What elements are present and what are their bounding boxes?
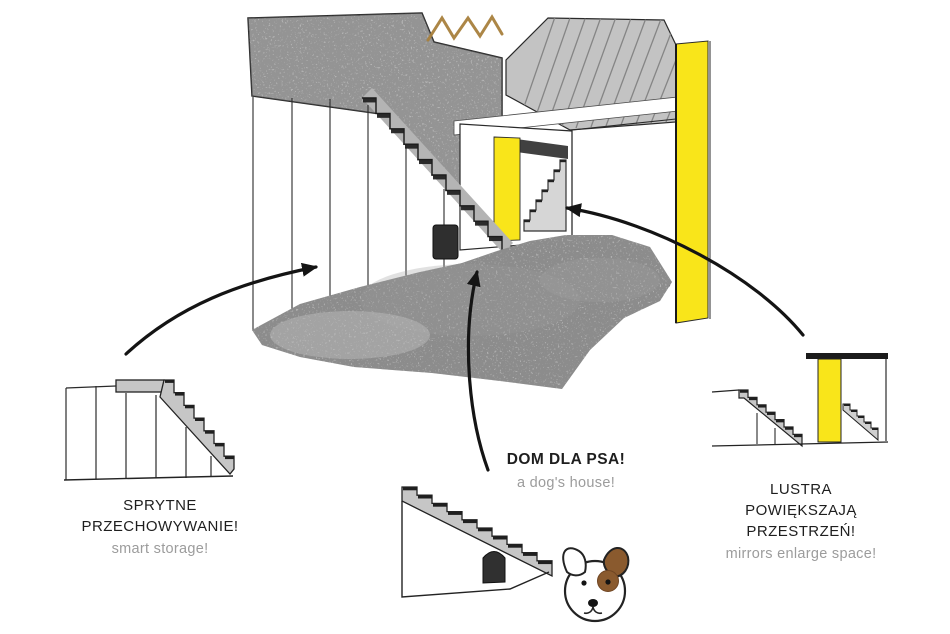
dog-left-ear <box>562 547 587 577</box>
arrow-to-storage-wall <box>124 262 318 356</box>
arrow-to-dog-house <box>466 270 490 472</box>
dog-house-label-title: DOM DLA PSA! <box>506 451 626 468</box>
doorway-with-mirror <box>459 123 573 251</box>
stair-treads <box>363 97 502 242</box>
arrow-to-mirror <box>565 203 805 337</box>
dog-house-door-sketch <box>482 551 506 584</box>
storage-label-subtitle: smart storage! <box>111 541 209 557</box>
mirror-yellow-strip <box>493 136 521 242</box>
inner-staircase <box>523 159 567 232</box>
main-interior-sketch <box>247 12 711 389</box>
annotation-arrows <box>124 203 805 472</box>
dog-house-label: DOM DLA PSA! a dog's house! <box>507 449 626 493</box>
storage-wall-panels <box>65 385 212 480</box>
storage-stair-treads <box>165 380 234 460</box>
concrete-floor <box>252 235 672 389</box>
mirrors-label: LUSTRA POWIĘKSZAJĄ PRZESTRZEŃ! mirrors e… <box>726 479 877 564</box>
reflection-treads <box>844 404 878 430</box>
mirrors-label-line1: LUSTRA <box>770 481 832 498</box>
mirror-yellow-panel <box>817 358 842 443</box>
storage-label: SPRYTNE PRZECHOWYWANIE! smart storage! <box>81 495 238 559</box>
mirrors-label-line3: PRZESTRZEŃ! <box>746 523 856 540</box>
dog-face <box>562 547 630 623</box>
mirrors-label-line2: POWIĘKSZAJĄ <box>745 502 857 519</box>
storage-label-line1: SPRYTNE <box>123 497 197 514</box>
dog-house-door <box>432 224 459 260</box>
dog-right-ear <box>602 547 630 579</box>
storage-label-line2: PRZECHOWYWANIE! <box>81 518 239 535</box>
mirror-stair-treads <box>740 390 802 438</box>
dog-house-label-subtitle: a dog's house! <box>516 474 616 491</box>
dog-stair-treads <box>403 487 552 565</box>
mirror-reflection-stairs <box>842 403 879 442</box>
mirrors-label-subtitle: mirrors enlarge space! <box>725 546 877 562</box>
storage-stairs-sketch <box>63 379 235 481</box>
dog-house-sketch <box>401 486 630 623</box>
right-mirror-panel <box>675 40 711 324</box>
mirror-top-bar <box>806 353 888 359</box>
dog-nose <box>588 599 598 607</box>
mirror-stairs-sketch <box>711 353 889 448</box>
roof-truss-icon <box>426 14 504 42</box>
main-staircase <box>362 97 503 252</box>
